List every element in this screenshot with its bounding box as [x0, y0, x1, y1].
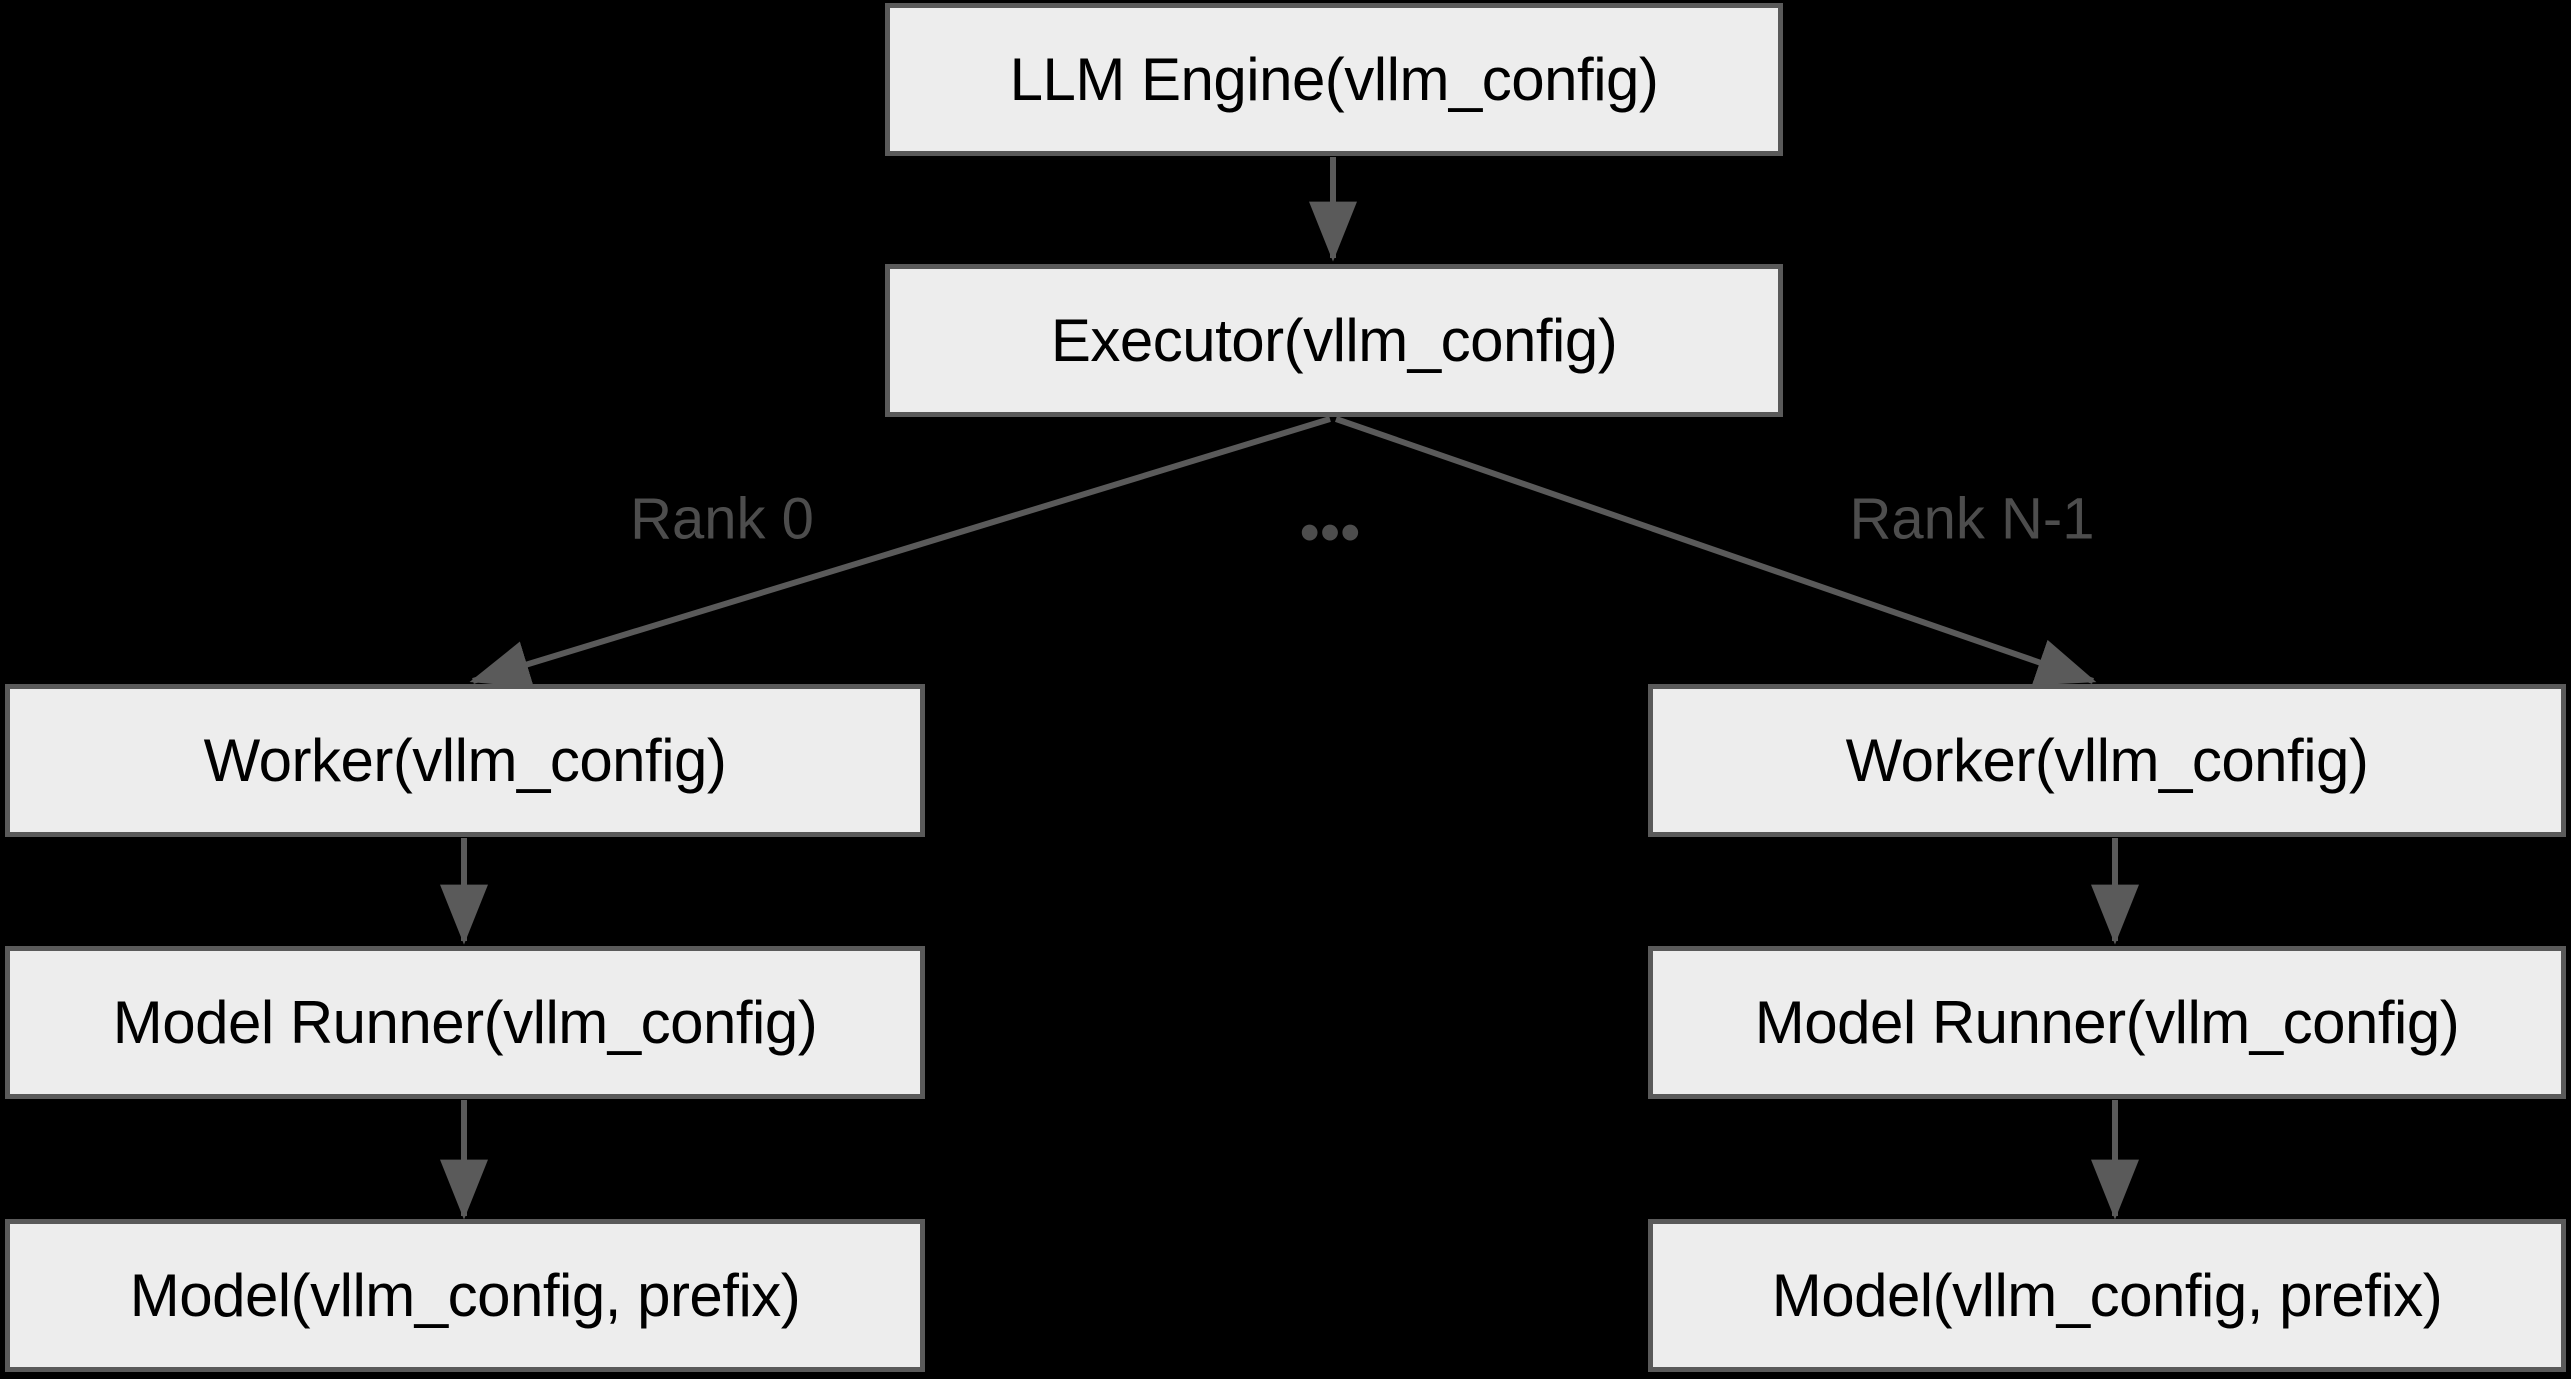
- edge-label-rank-0: Rank 0: [630, 486, 814, 552]
- node-model-runner-rankn[interactable]: Model Runner(vllm_config): [1648, 946, 2566, 1099]
- node-worker-rankn[interactable]: Worker(vllm_config): [1648, 684, 2566, 837]
- node-worker-rank0[interactable]: Worker(vllm_config): [5, 684, 925, 837]
- node-worker-rank0-label: Worker(vllm_config): [203, 727, 727, 794]
- node-llm-engine[interactable]: LLM Engine(vllm_config): [885, 3, 1783, 156]
- node-model-runner-rank0-label: Model Runner(vllm_config): [112, 989, 818, 1056]
- edge-label-rank-n-minus-1: Rank N-1: [1849, 486, 2095, 552]
- node-executor-label: Executor(vllm_config): [1050, 307, 1618, 374]
- node-model-rankn[interactable]: Model(vllm_config, prefix): [1648, 1219, 2566, 1372]
- node-worker-rankn-label: Worker(vllm_config): [1845, 727, 2369, 794]
- node-model-runner-rank0[interactable]: Model Runner(vllm_config): [5, 946, 925, 1099]
- node-model-rank0[interactable]: Model(vllm_config, prefix): [5, 1219, 925, 1372]
- node-model-runner-rankn-label: Model Runner(vllm_config): [1754, 989, 2460, 1056]
- node-llm-engine-label: LLM Engine(vllm_config): [1009, 46, 1659, 113]
- node-executor[interactable]: Executor(vllm_config): [885, 264, 1783, 417]
- node-model-rank0-label: Model(vllm_config, prefix): [129, 1262, 801, 1329]
- node-model-rankn-label: Model(vllm_config, prefix): [1771, 1262, 2443, 1329]
- edge-label-ellipsis: •••: [1299, 499, 1361, 565]
- edge-executor-to-worker-rank0: [469, 416, 1331, 688]
